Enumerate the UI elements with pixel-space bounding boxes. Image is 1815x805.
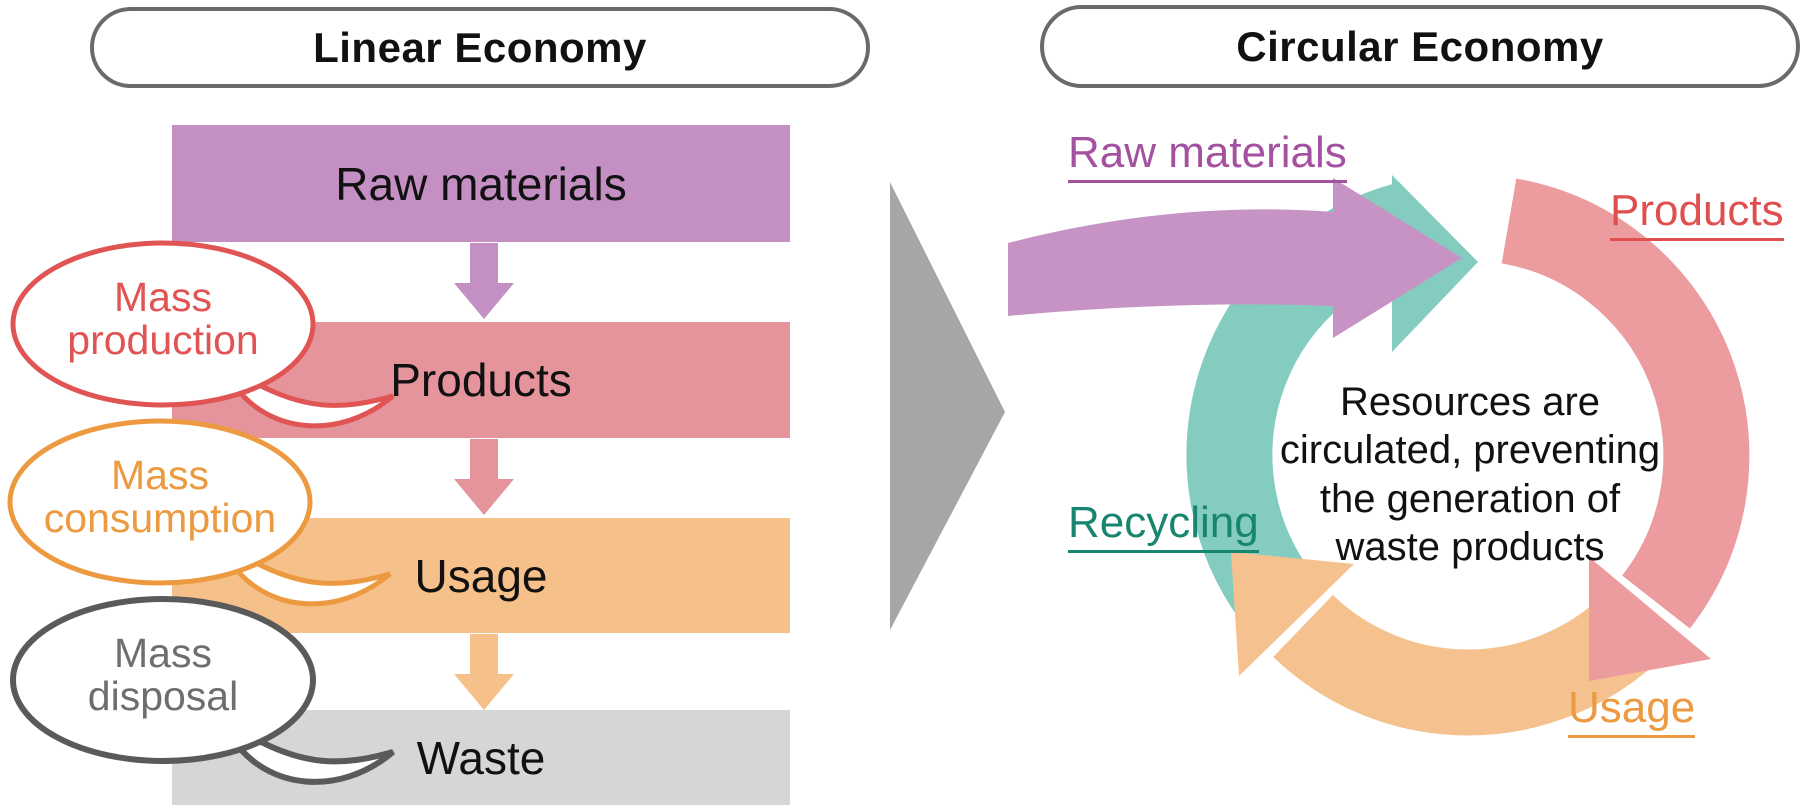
transition-right-arrow-icon xyxy=(890,182,1005,630)
stage-label-usage: Usage xyxy=(414,549,548,602)
cycle-label-usage: Usage xyxy=(1568,684,1696,739)
cycle-arrowhead-recycling xyxy=(1392,175,1478,352)
cycle-center-description: Resources are circulated, preventing the… xyxy=(1279,380,1661,570)
down-arrow-icon-products-to-usage xyxy=(454,439,514,515)
bubble-text-mass-disposal: Mass disposal xyxy=(87,630,239,720)
stage-label-waste: Waste xyxy=(416,731,546,784)
bubble-text-mass-consumption: Mass consumption xyxy=(43,452,277,542)
stage-box-raw-materials: Raw materials xyxy=(172,125,790,242)
stage-label-products: Products xyxy=(390,354,572,406)
cycle-arrowhead-products xyxy=(1589,557,1711,681)
stage-label-raw-materials: Raw materials xyxy=(335,157,627,210)
raw-materials-inflow-arrow xyxy=(1008,178,1462,338)
cycle-label-products: Products xyxy=(1610,187,1784,242)
cycle-label-recycling: Recycling xyxy=(1068,499,1259,554)
cycle-label-raw-materials: Raw materials xyxy=(1068,129,1347,184)
linear-economy-title-text: Linear Economy xyxy=(313,23,647,71)
down-arrow-icon-raw-to-products xyxy=(454,243,514,319)
bubble-text-mass-production: Mass production xyxy=(67,274,259,364)
down-arrow-icon-usage-to-waste xyxy=(454,634,514,710)
circular-economy-title-text: Circular Economy xyxy=(1236,22,1604,70)
circular-economy-title: Circular Economy xyxy=(1040,5,1800,88)
linear-economy-title: Linear Economy xyxy=(90,7,870,88)
stage-box-waste: Waste xyxy=(172,710,790,805)
